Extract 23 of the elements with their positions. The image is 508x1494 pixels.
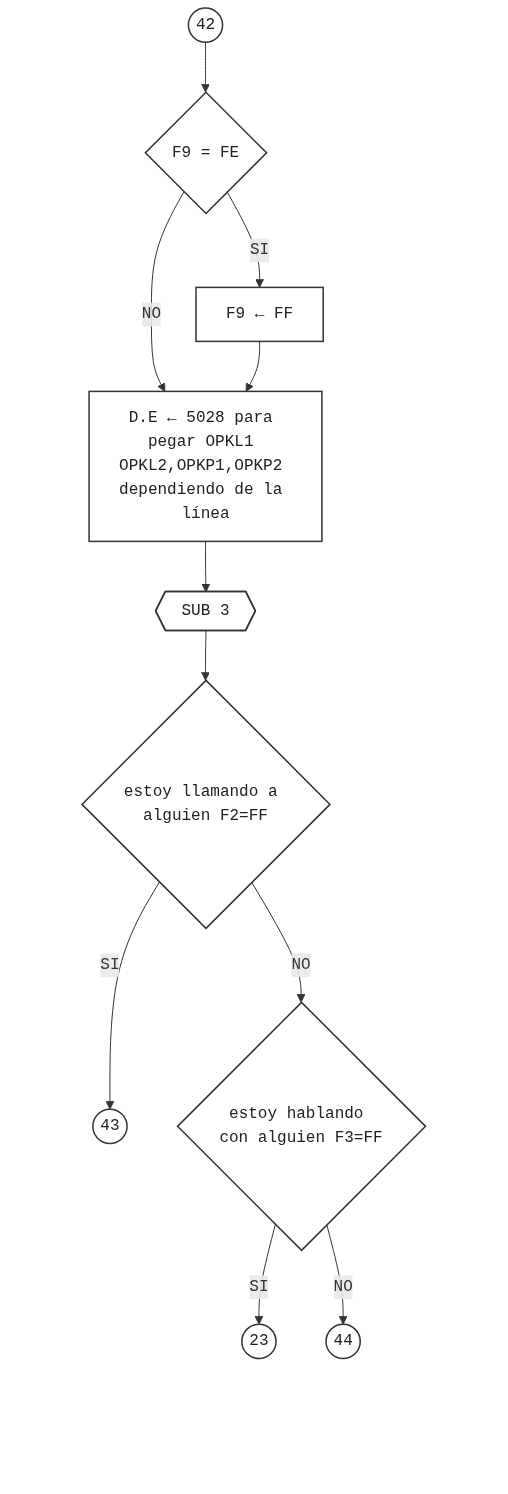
node-circle: 23 <box>241 1323 277 1360</box>
arrow <box>245 340 261 392</box>
node-circle: 42 <box>187 7 224 43</box>
edge-label: NO <box>291 956 311 975</box>
node-diamond: F9 = FE <box>144 91 268 215</box>
arrow <box>254 1224 277 1325</box>
edge-label: NO <box>142 305 162 324</box>
arrow <box>251 881 306 1003</box>
edge-label: SI <box>249 1278 269 1297</box>
edge-label: SI <box>100 956 120 975</box>
node-circle: 44 <box>325 1323 362 1360</box>
arrow <box>105 881 161 1110</box>
edge-label: NO <box>333 1278 353 1297</box>
node-diamond: estoy hablando con alguien F3=FF <box>176 1001 427 1252</box>
node-circle: 43 <box>92 1108 129 1145</box>
arrow <box>201 630 211 681</box>
node-box: D.E ← 5028 para pegar OPKL1 OPKL2,OPKP1,OPKP2 dependiendo de la línea <box>88 390 323 543</box>
edge-label: SI <box>250 241 270 260</box>
node-box: F9 ← FF <box>195 286 325 343</box>
arrow <box>201 540 211 593</box>
arrow <box>201 41 211 93</box>
node-diamond: estoy llamando a alguien F2=FF <box>81 679 332 930</box>
arrow <box>151 191 185 392</box>
